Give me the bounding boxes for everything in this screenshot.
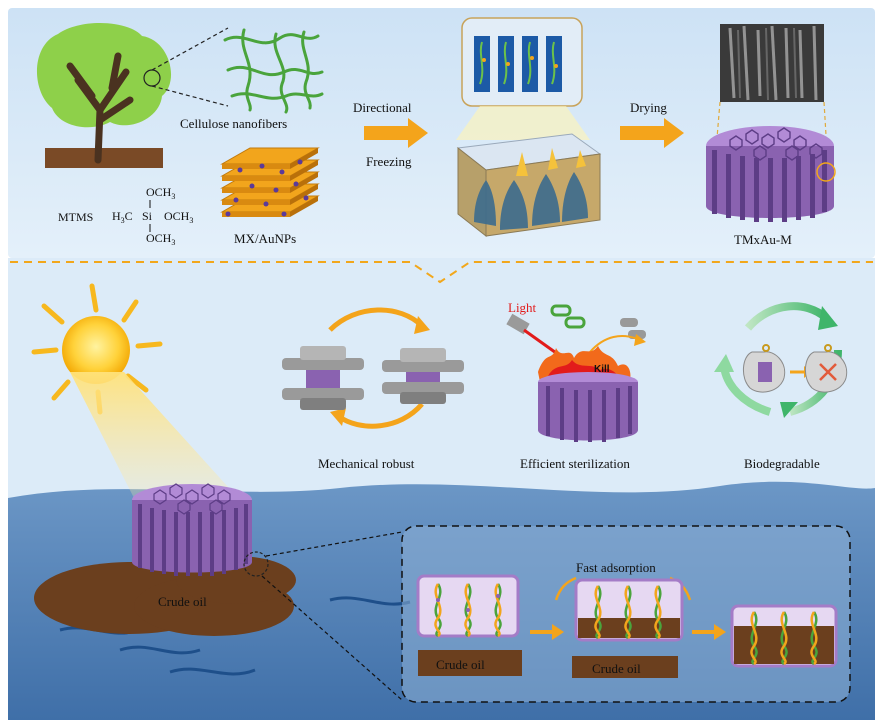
adsorption-stage-3 — [730, 604, 838, 668]
svg-text:OCH3: OCH3 — [146, 231, 175, 247]
stage-arrow — [692, 624, 726, 640]
fast-adsorption-label: Fast adsorption — [576, 560, 656, 575]
top-panel — [8, 8, 875, 258]
formula-bottom: OCH — [146, 231, 172, 245]
directional-freezing-arrow — [364, 118, 428, 148]
svg-text:H3C: H3C — [112, 209, 133, 225]
sterilization-label: Efficient sterilization — [520, 456, 630, 471]
adsorption-stage-1 — [416, 574, 522, 676]
zoom-line — [261, 575, 403, 701]
formula-left-c: C — [125, 209, 133, 223]
freezing-label: Freezing — [366, 154, 412, 169]
floating-aerogel-icon — [132, 483, 269, 577]
zoom-line — [715, 101, 721, 151]
formula-right: OCH — [164, 209, 190, 223]
up-arrow — [554, 576, 577, 601]
mxene-stack-icon — [220, 147, 320, 217]
freezing-container-icon — [456, 133, 602, 238]
biodegradable-label: Biodegradable — [744, 456, 820, 471]
drying-arrow — [620, 118, 684, 148]
formula-left: H — [112, 209, 121, 223]
mechanical-robust-icon — [282, 307, 464, 429]
divider-line — [10, 261, 873, 284]
formula-left-sub: 3 — [121, 216, 125, 225]
cellulose-label: Cellulose nanofibers — [180, 116, 287, 131]
tree-illustration — [36, 22, 172, 168]
stage-arrow — [530, 624, 564, 640]
svg-text:OCH3: OCH3 — [146, 185, 175, 201]
formula-si: Si — [142, 209, 153, 223]
sem-image-inset — [720, 24, 824, 102]
mxauNPs-label: MX/AuNPs — [234, 231, 296, 246]
formula-top-sub: 3 — [171, 192, 175, 201]
aerogel-tmxau-m-icon — [706, 126, 836, 222]
mtms-label: MTMS — [58, 210, 93, 224]
crude-oil-label: Crude oil — [158, 594, 207, 609]
sterilization-icon — [506, 304, 646, 442]
zoom-line — [265, 531, 403, 557]
formula-bottom-sub: 3 — [171, 238, 175, 247]
directional-label: Directional — [353, 100, 412, 115]
drying-label: Drying — [630, 100, 667, 115]
tmxau-m-label: TMxAu-M — [734, 232, 792, 247]
zoom-line — [151, 27, 229, 71]
zoom-line — [151, 85, 229, 107]
stage1-crude-oil-label: Crude oil — [436, 657, 485, 672]
adsorption-stage-2 — [572, 578, 684, 678]
formula-top: OCH — [146, 185, 172, 199]
cellulose-nanofibers-icon — [223, 28, 324, 114]
kill-label: Kill — [594, 364, 610, 375]
light-label: Light — [508, 300, 537, 315]
formula-right-sub: 3 — [189, 216, 193, 225]
stage2-crude-oil-label: Crude oil — [592, 661, 641, 676]
mechanical-robust-label: Mechanical robust — [318, 456, 415, 471]
biodegradable-icon — [714, 302, 848, 418]
mtms-formula: OCH3 H3C Si OCH3 OCH3 — [112, 185, 193, 247]
freezing-inset — [456, 17, 590, 140]
svg-text:OCH3: OCH3 — [164, 209, 193, 225]
sun-beam — [70, 372, 238, 498]
